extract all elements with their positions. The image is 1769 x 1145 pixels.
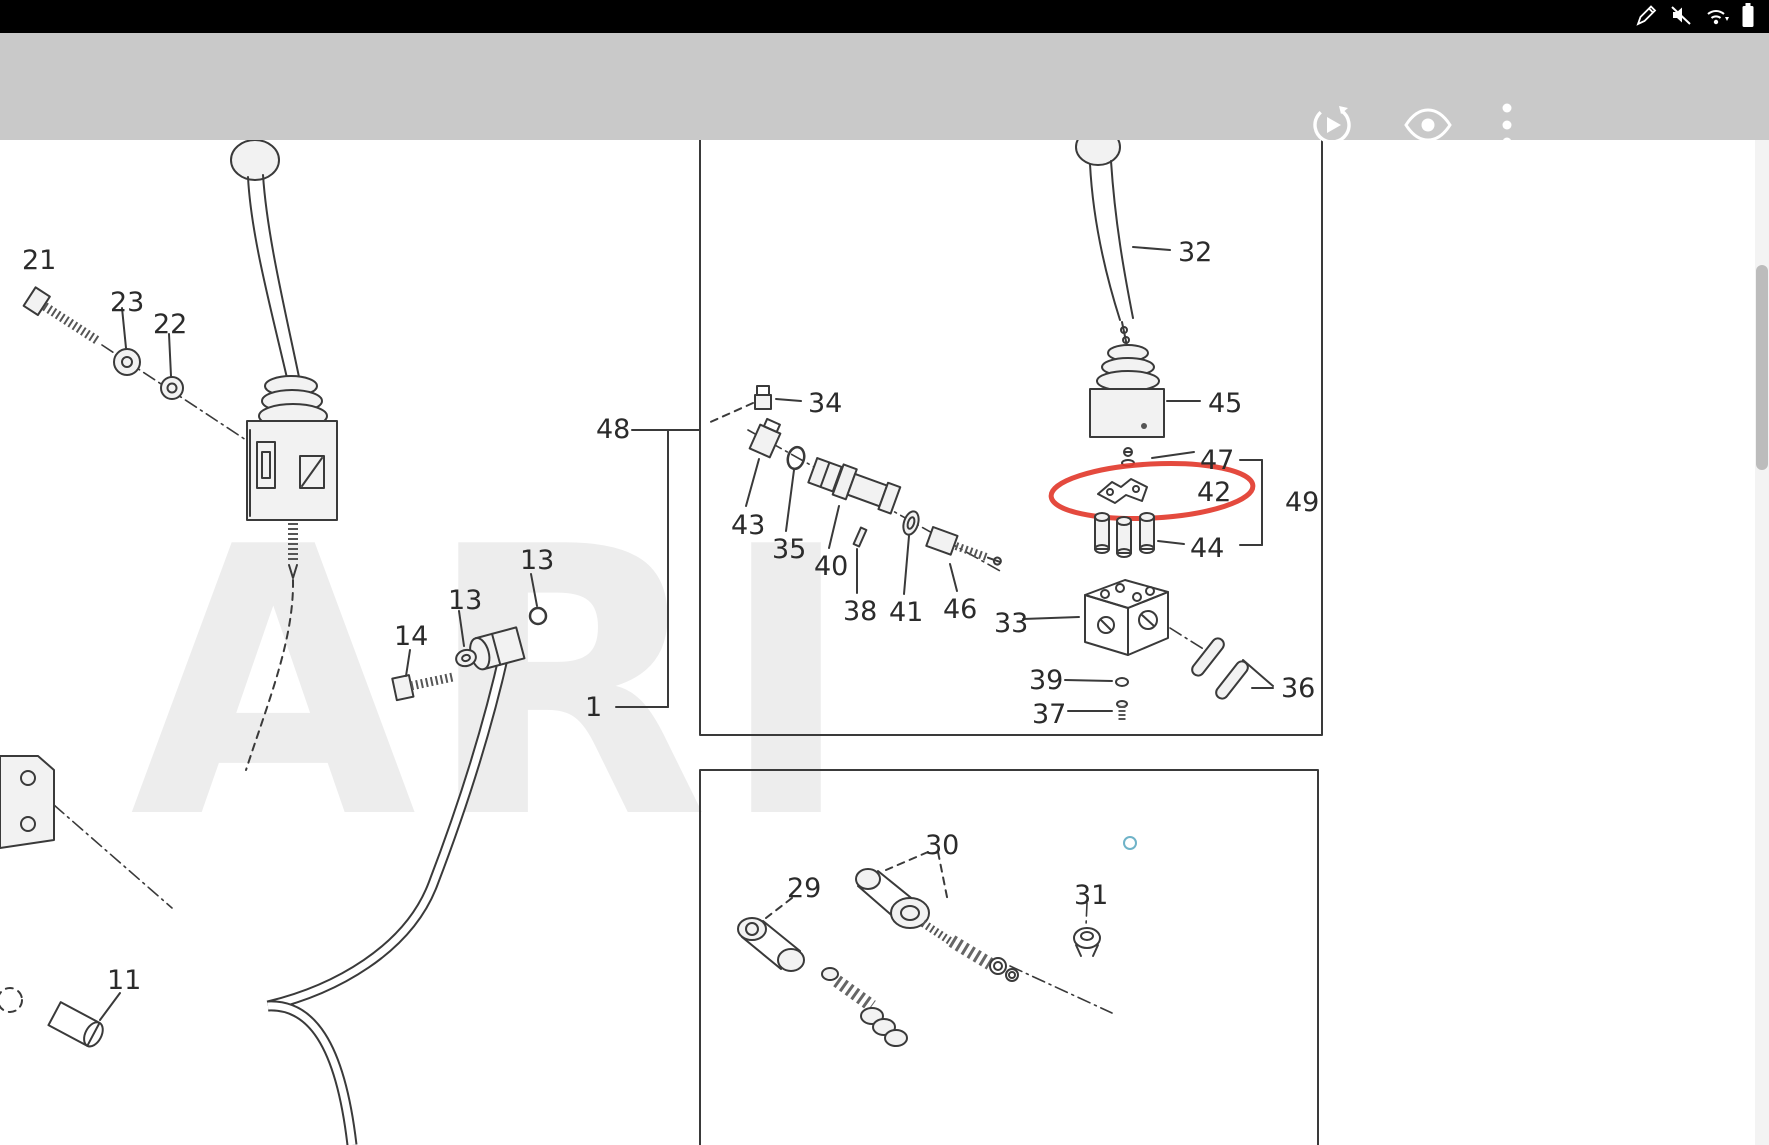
- wifi-icon: [1704, 3, 1730, 31]
- preview-eye-button[interactable]: [1400, 97, 1456, 153]
- part-label-14: 14: [394, 621, 429, 652]
- part-label-38: 38: [843, 596, 878, 627]
- bolt-21-drawing: [22, 286, 100, 344]
- secondary-diagram-box: [699, 769, 1319, 1145]
- part-label-34: 34: [808, 388, 843, 419]
- status-bar: [0, 0, 1769, 33]
- part-label-48: 48: [596, 414, 631, 445]
- part-label-1: 1: [585, 692, 603, 723]
- part-label-39: 39: [1029, 665, 1064, 696]
- washer-23-drawing: [113, 307, 141, 376]
- part-label-30: 30: [925, 830, 960, 861]
- part-label-11: 11: [107, 965, 142, 996]
- cartridge-group: [737, 836, 1137, 1047]
- right-joystick-group: [1022, 128, 1274, 722]
- oring-13-drawing: [528, 606, 548, 626]
- part-label-45: 45: [1208, 388, 1243, 419]
- valve-block-33-drawing: [1084, 579, 1169, 656]
- bolt-14-drawing: [391, 672, 455, 702]
- bushing-drawing: [469, 626, 526, 671]
- battery-icon: [1741, 2, 1755, 32]
- left-joystick-assembly: [0, 139, 548, 1145]
- part-label-22: 22: [153, 309, 188, 340]
- mounting-bracket-drawing: [0, 755, 173, 909]
- part-label-41: 41: [889, 597, 924, 628]
- part-label-13b: 13: [448, 585, 483, 616]
- part-label-21: 21: [22, 245, 57, 276]
- part-label-40: 40: [814, 551, 849, 582]
- scrollbar-track[interactable]: [1755, 140, 1769, 1145]
- part-label-31: 31: [1074, 880, 1109, 911]
- part-label-32: 32: [1178, 237, 1213, 268]
- part-label-37: 37: [1032, 699, 1067, 730]
- left-joystick-drawing: [230, 139, 338, 771]
- part-label-36: 36: [1281, 673, 1316, 704]
- plug-31-drawing: [1073, 927, 1101, 957]
- blue-marker-dot: [1123, 836, 1137, 850]
- part-label-43: 43: [731, 510, 766, 541]
- more-vertical-icon: [1502, 103, 1512, 147]
- washer-13-drawing: [455, 648, 477, 668]
- valve-spool-group: [705, 385, 1003, 595]
- part-label-42: 42: [1197, 477, 1232, 508]
- part-label-35: 35: [772, 534, 807, 565]
- toolbar: [0, 33, 1769, 147]
- part-label-33: 33: [994, 608, 1029, 639]
- more-options-button[interactable]: [1479, 97, 1535, 153]
- part-label-47: 47: [1200, 445, 1235, 476]
- part-label-13a: 13: [520, 545, 555, 576]
- eye-icon: [1404, 108, 1452, 142]
- main-diagram-box: [699, 117, 1323, 736]
- rotate-play-icon: [1313, 106, 1351, 144]
- part-label-29: 29: [787, 873, 822, 904]
- washer-22-drawing: [160, 333, 184, 400]
- edit-icon: [1634, 3, 1658, 31]
- part-11-drawing: [0, 987, 121, 1048]
- part-label-49: 49: [1285, 487, 1320, 518]
- pins-44-drawing: [1094, 512, 1155, 558]
- scrollbar-thumb[interactable]: [1756, 265, 1768, 470]
- rotate-play-button[interactable]: [1304, 97, 1360, 153]
- part-label-44: 44: [1190, 533, 1225, 564]
- control-rod-drawing: [266, 648, 511, 1145]
- reference-bracket-48-1: [615, 429, 701, 708]
- part-label-46: 46: [943, 594, 978, 625]
- sound-off-icon: [1669, 3, 1693, 31]
- part-label-23: 23: [110, 287, 145, 318]
- part-42-drawing: [1097, 478, 1148, 504]
